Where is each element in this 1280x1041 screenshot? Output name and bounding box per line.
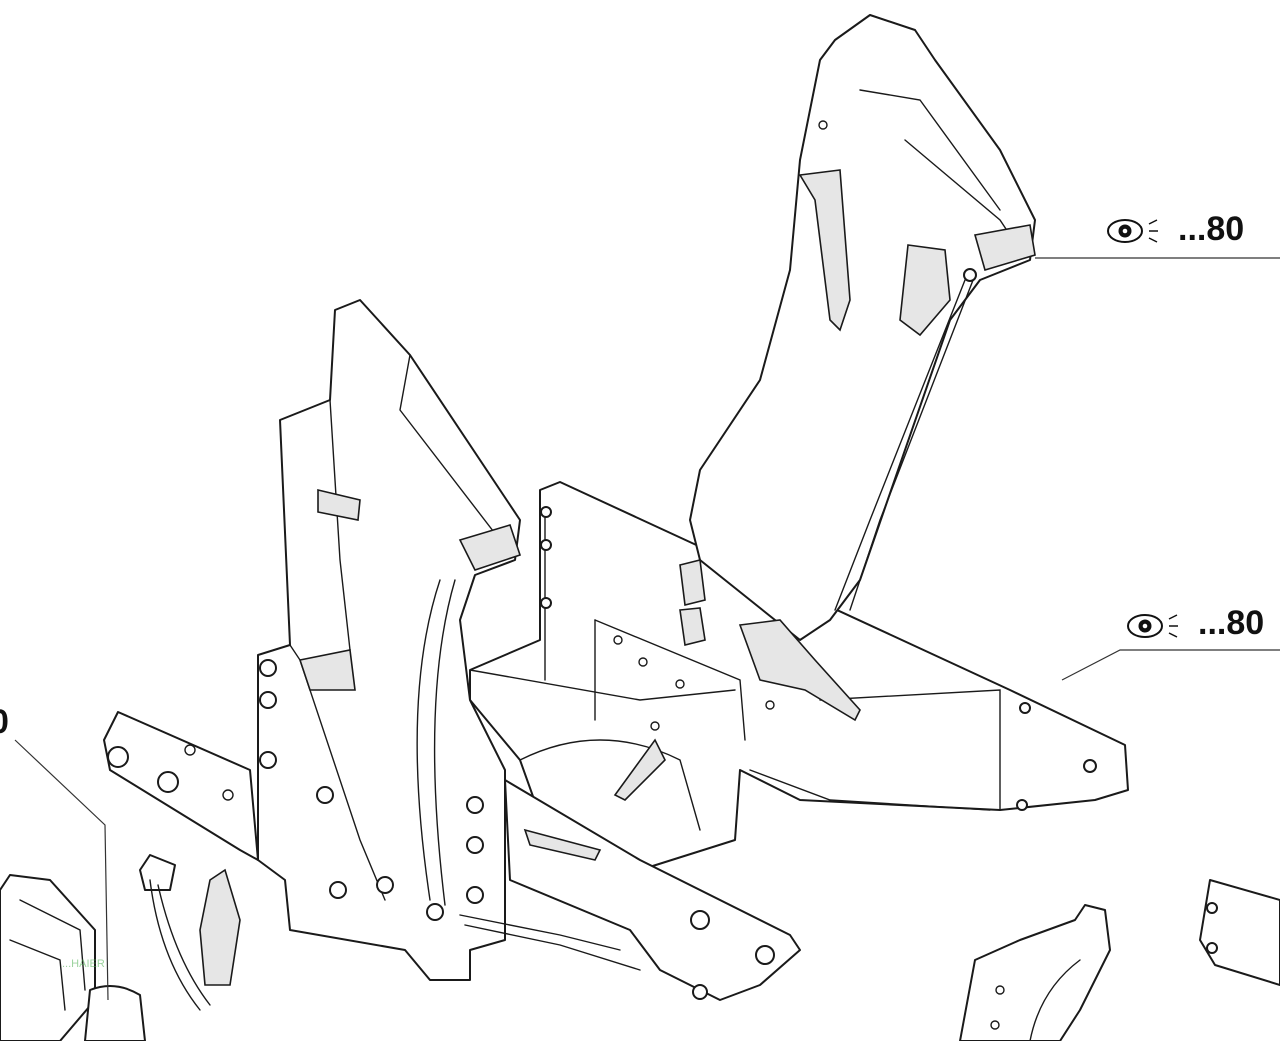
- watermark-text: ...HAIER: [62, 958, 105, 970]
- callout-label-left: 0: [0, 703, 9, 742]
- lower-crossbar: [459, 779, 801, 1001]
- right-tall-arm: [689, 14, 1036, 641]
- callout-label-mid-right: ...80: [1198, 604, 1265, 642]
- eye-view-icon: [1107, 219, 1158, 243]
- left-mounting-arm: [103, 711, 259, 861]
- eye-view-icon: [1127, 614, 1178, 638]
- left-support-bracket: [257, 299, 522, 981]
- callout-label-upper-right: ...80: [1178, 210, 1245, 248]
- leader-line-left: [14, 739, 109, 1001]
- leader-line-mid-right: [1061, 649, 1280, 681]
- wiring-harness: [139, 854, 241, 1011]
- right-edge-bracket: [1199, 879, 1280, 986]
- frame-clip-detail: [679, 559, 861, 722]
- bottom-hook-part: [959, 904, 1111, 1041]
- electrical-sensor-unit: [0, 874, 146, 1041]
